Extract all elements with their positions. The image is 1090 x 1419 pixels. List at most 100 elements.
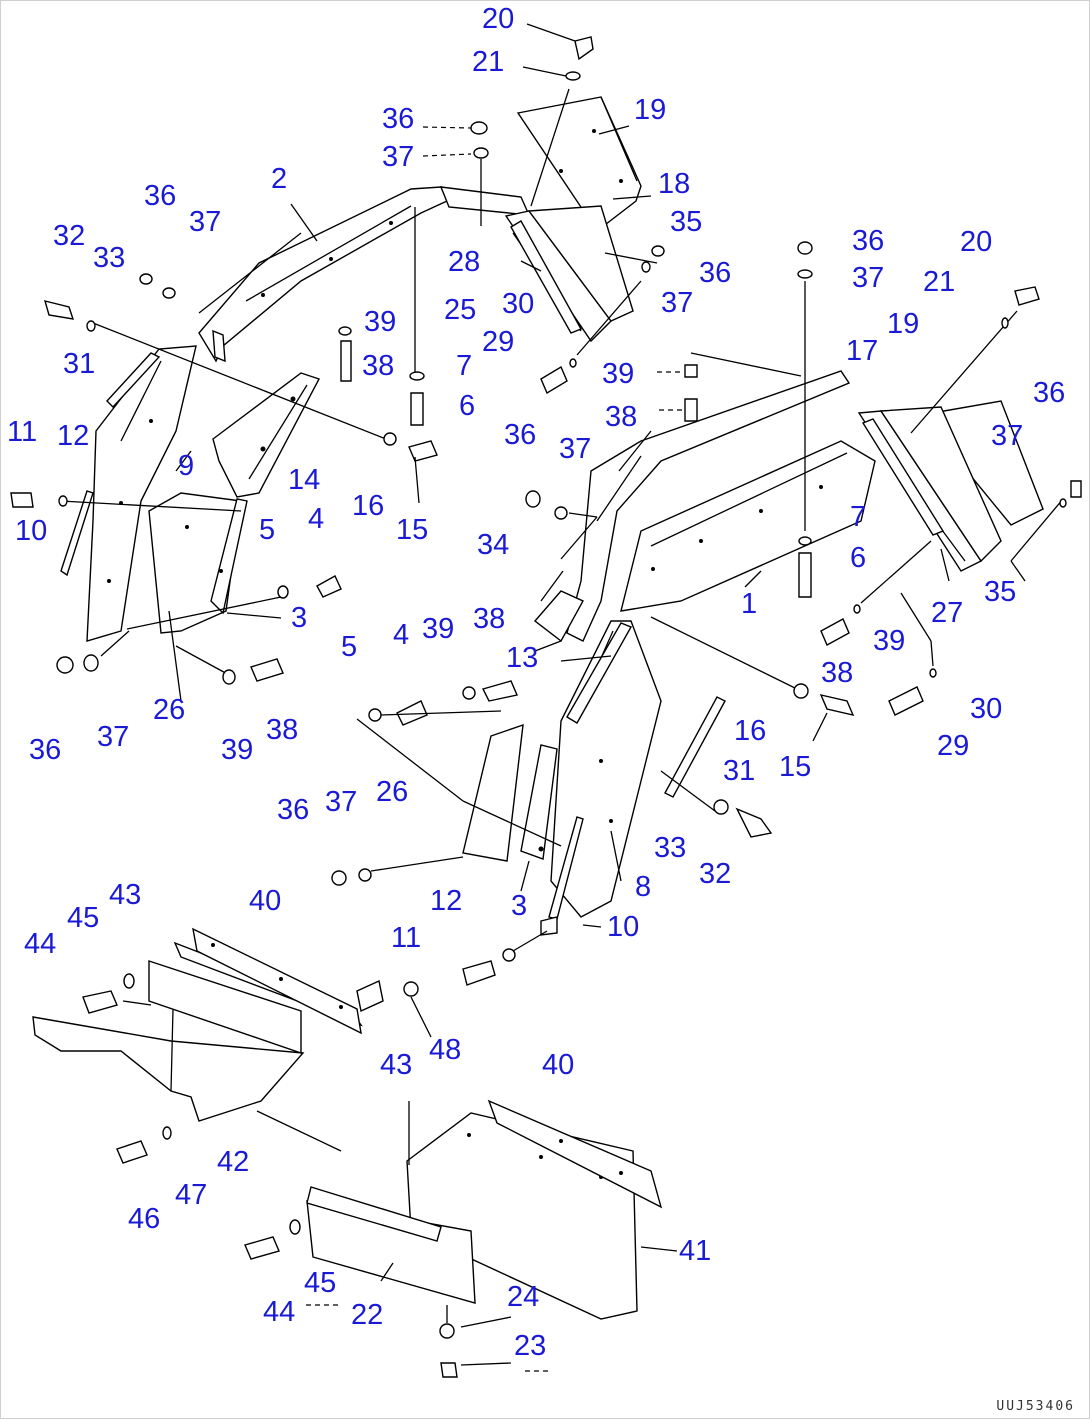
- bolt-4-left: [316, 575, 342, 598]
- callout-c38d: 38: [821, 657, 853, 689]
- washer-37-lower: [358, 868, 372, 882]
- callout-c30a: 30: [502, 288, 534, 320]
- callout-c2: 2: [271, 163, 287, 195]
- callout-c40a: 40: [249, 885, 281, 917]
- nut-48: [403, 981, 419, 997]
- nut-36-lower: [331, 870, 347, 886]
- callout-c32b: 32: [699, 858, 731, 890]
- left-hardware: [10, 121, 489, 685]
- callout-c24: 24: [507, 1281, 539, 1313]
- callout-c16a: 16: [352, 490, 384, 522]
- callout-c26a: 26: [153, 694, 185, 726]
- bolt-32-left: [43, 300, 75, 320]
- drawing-code-label: UUJ53406: [996, 1399, 1075, 1414]
- nut-36-center: [651, 245, 665, 257]
- callout-c43a: 43: [109, 879, 141, 911]
- washer-37-right-top: [797, 269, 813, 279]
- callout-c39e: 39: [221, 734, 253, 766]
- bolt-38-mid: [481, 680, 518, 702]
- callout-c27: 27: [931, 597, 963, 629]
- bolt-11-left: [10, 492, 34, 508]
- washer-7-right: [798, 536, 812, 546]
- rail-40-right: [487, 1099, 663, 1209]
- bolt-44-right: [244, 1236, 280, 1260]
- washer-39-left: [222, 669, 236, 685]
- washer-37-right-edge: [1059, 498, 1067, 508]
- nut-36-right-edge: [1070, 480, 1082, 498]
- washer-37-top: [473, 147, 489, 159]
- callout-c31b: 31: [723, 755, 755, 787]
- callout-c8: 8: [635, 871, 651, 903]
- callout-c36d: 36: [852, 225, 884, 257]
- callout-c36h: 36: [277, 794, 309, 826]
- callout-c30b: 30: [970, 693, 1002, 725]
- callout-c26b: 26: [376, 776, 408, 808]
- clip-48-body: [356, 979, 384, 1013]
- callout-c48: 48: [429, 1034, 461, 1066]
- washer-37-left-top: [162, 287, 176, 299]
- callout-c42: 42: [217, 1146, 249, 1178]
- washer-12-left: [58, 495, 68, 507]
- callout-c15b: 15: [779, 751, 811, 783]
- washer-39-mid: [462, 686, 476, 700]
- callout-c37f: 37: [559, 433, 591, 465]
- washer-33-right: [713, 799, 729, 815]
- callout-c41: 41: [679, 1235, 711, 1267]
- callout-c36a: 36: [382, 103, 414, 135]
- callout-c15a: 15: [396, 514, 428, 546]
- plate-26-right: [462, 723, 524, 862]
- nut-36-left-bottom: [56, 656, 74, 674]
- callout-c7a: 7: [456, 350, 472, 382]
- callout-c37g: 37: [97, 721, 129, 753]
- callout-c34: 34: [477, 529, 509, 561]
- washer-21-right: [1001, 317, 1009, 329]
- right-frame-assembly: [356, 352, 876, 936]
- strip-28: [510, 220, 582, 334]
- bolt-11-right: [462, 960, 496, 986]
- callout-c25: 25: [444, 294, 476, 326]
- callout-c22: 22: [351, 1299, 383, 1331]
- callout-c39c: 39: [873, 625, 905, 657]
- callout-c38a: 38: [362, 350, 394, 382]
- washer-37-mid: [554, 506, 568, 520]
- center-bracket-assembly: [504, 205, 665, 395]
- frame-post-9: [86, 345, 197, 642]
- callout-c3a: 3: [291, 602, 307, 634]
- callout-c19a: 19: [634, 94, 666, 126]
- bolt-46: [116, 1140, 148, 1164]
- callout-c13: 13: [506, 642, 538, 674]
- rail-22-top: [306, 1186, 442, 1242]
- washer-37-left-bottom: [83, 654, 99, 672]
- callout-c11b: 11: [391, 922, 421, 954]
- bolt-29-center: [540, 365, 568, 395]
- callout-c37c: 37: [661, 287, 693, 319]
- callout-c11a: 11: [7, 416, 37, 448]
- callout-c40b: 40: [542, 1049, 574, 1081]
- callout-c10b: 10: [607, 911, 639, 943]
- washer-47: [162, 1126, 172, 1140]
- bolt-20-top: [574, 36, 594, 61]
- callout-c3b: 3: [511, 890, 527, 922]
- washer-5-left: [277, 585, 289, 599]
- callout-c31a: 31: [63, 348, 95, 380]
- strip-31-right: [664, 696, 726, 798]
- washer-33-left: [86, 320, 96, 332]
- washer-16-right: [793, 683, 809, 699]
- washer-37-center: [641, 261, 651, 273]
- callout-c36g: 36: [29, 734, 61, 766]
- callout-c5b: 5: [341, 631, 357, 663]
- nut-23: [440, 1362, 458, 1378]
- callout-c36f: 36: [504, 419, 536, 451]
- bracket-14: [212, 372, 321, 498]
- callout-c14: 14: [288, 464, 320, 496]
- callout-c17: 17: [846, 335, 878, 367]
- callout-c21a: 21: [472, 46, 504, 78]
- callout-c39b: 39: [602, 358, 634, 390]
- washer-30-right: [929, 668, 937, 678]
- washer-16-left: [383, 432, 397, 446]
- lower-right-cover-assembly: [244, 1099, 678, 1378]
- strip-13: [566, 622, 633, 724]
- callout-c6b: 6: [850, 542, 866, 574]
